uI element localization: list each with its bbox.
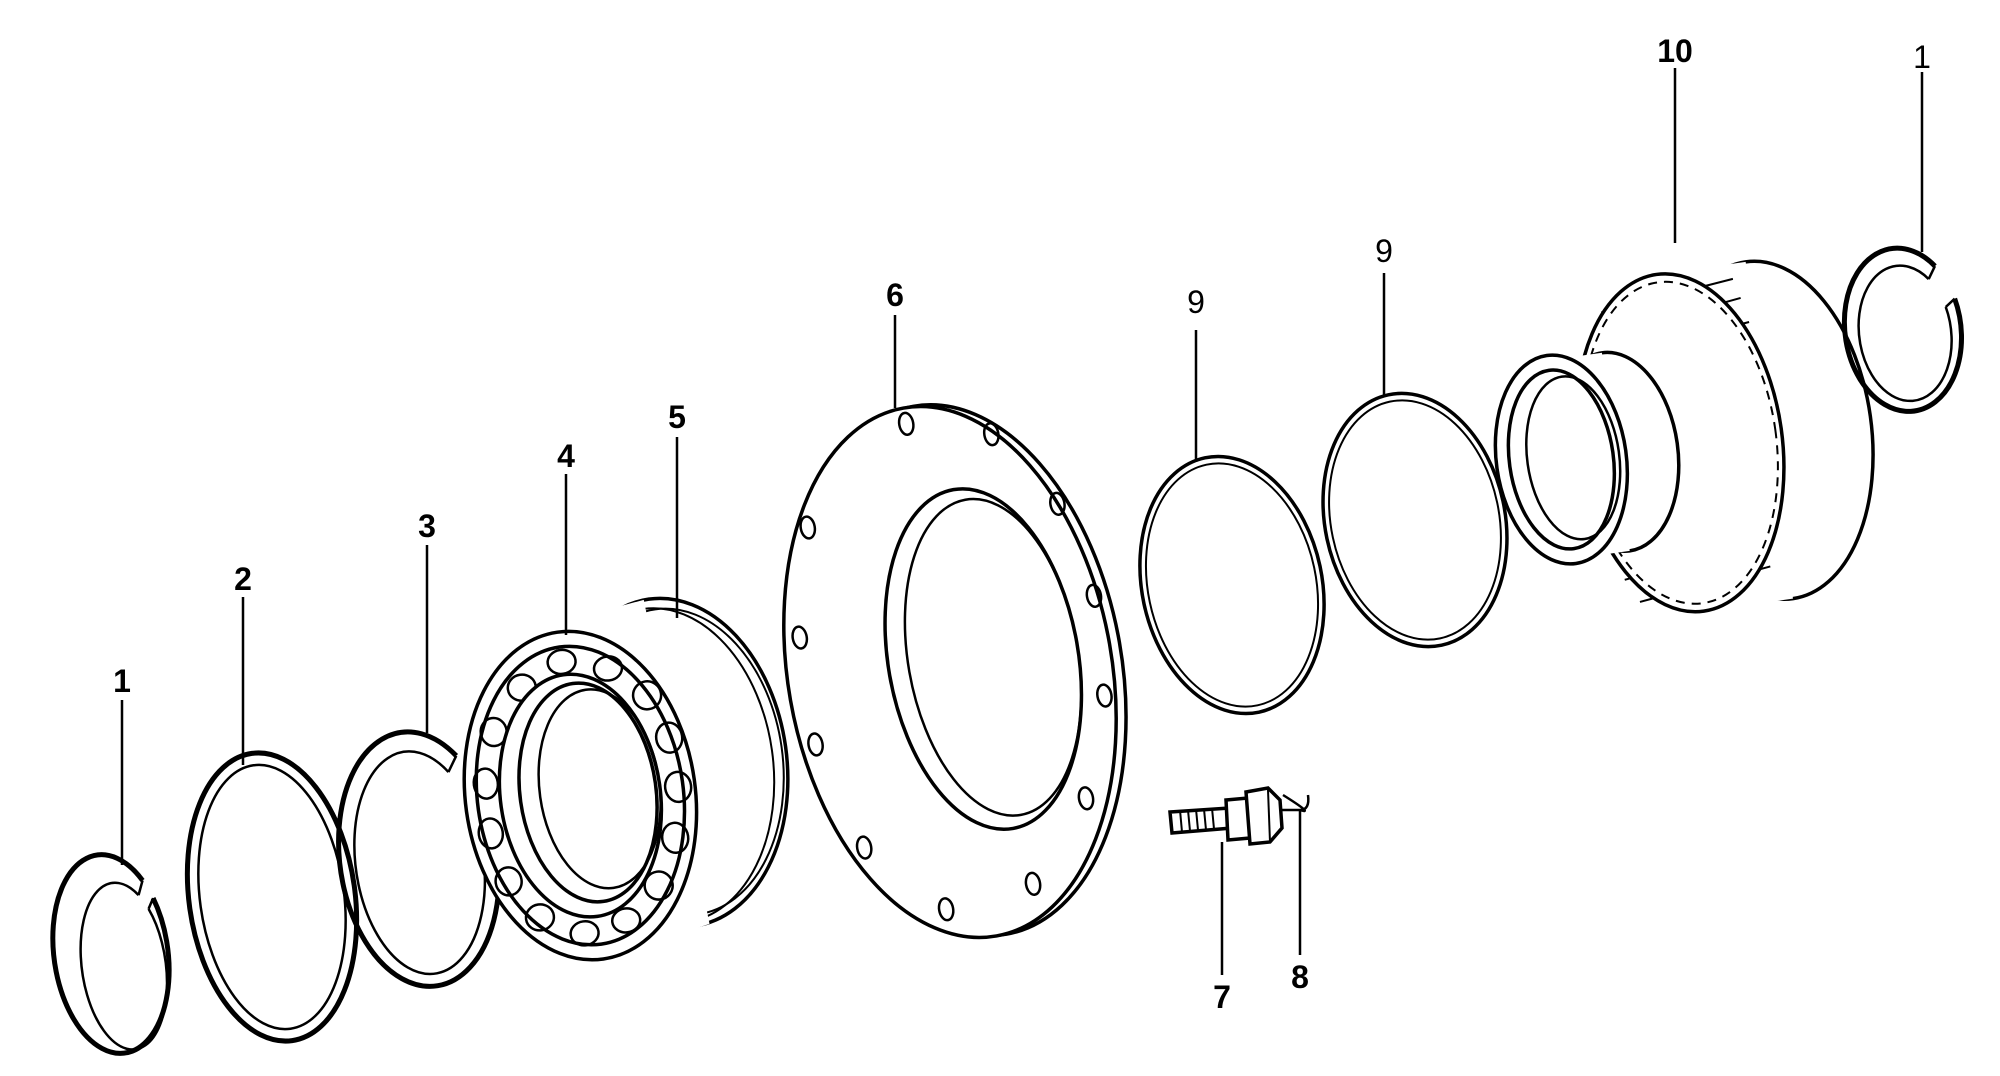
- part-4-5-roller-bearing: [462, 596, 790, 962]
- part-9-seal-ring-b: [1321, 391, 1509, 649]
- part-9-seal-ring-a: [1138, 454, 1326, 716]
- callout-7: 7: [1213, 979, 1231, 1015]
- part-8-washer: [1282, 793, 1306, 813]
- part-10-gear: [1493, 259, 1875, 617]
- callout-8: 8: [1291, 959, 1309, 995]
- flange-bolt-holes: [791, 411, 1113, 922]
- part-1-snap-ring-left: [50, 852, 172, 1056]
- callout-3: 3: [418, 508, 436, 544]
- callout-1-left: 1: [113, 663, 131, 699]
- callout-4: 4: [557, 438, 575, 474]
- callout-1-right: 1: [1913, 39, 1931, 75]
- callout-2: 2: [234, 561, 252, 597]
- part-7-bolt: [1168, 786, 1284, 846]
- callout-5: 5: [668, 399, 686, 435]
- part-1-snap-ring-right: [1841, 245, 1964, 414]
- callout-6: 6: [886, 277, 904, 313]
- part-6-flange-plate: [782, 403, 1128, 940]
- callout-9-b: 9: [1375, 233, 1393, 269]
- callout-9-a: 9: [1187, 284, 1205, 320]
- callout-10: 10: [1657, 33, 1693, 69]
